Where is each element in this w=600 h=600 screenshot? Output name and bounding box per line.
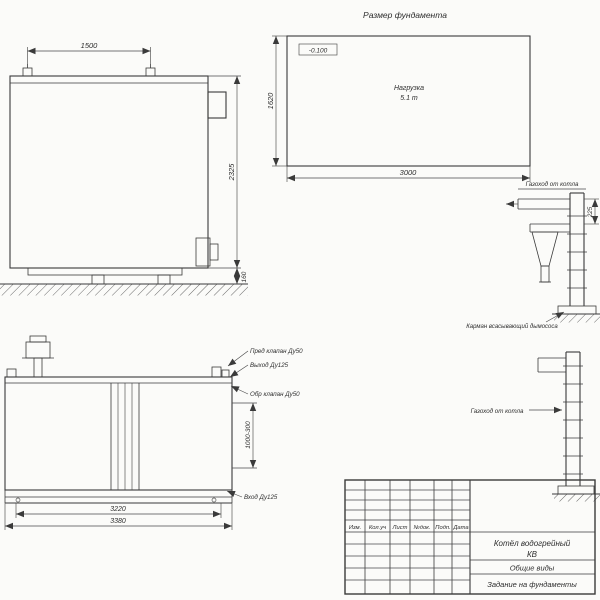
header-izm: Изм.: [349, 525, 361, 531]
suction-pocket: [557, 305, 597, 315]
dim-base-height: 160: [241, 271, 248, 282]
header-data: Дата: [452, 525, 469, 531]
dim-lifting-lugs: 1500: [81, 41, 99, 50]
view-type: Общие виды: [510, 564, 555, 573]
title-block: Изм. Кол.уч Лист №док. Подп. Дата Котёл …: [344, 479, 596, 595]
boiler-side-view: 1500 2325 160: [0, 41, 248, 296]
pump-motor: [25, 341, 51, 359]
pocket-label: Карман всасывающий дымососа: [466, 323, 558, 330]
duct-base: [557, 485, 595, 495]
dim-foundation-width: 1620: [266, 92, 275, 110]
dim-nozzle-height: 1000-300: [245, 421, 252, 449]
boiler-body-outline: [9, 75, 209, 269]
flue-bottom-label: Газоход от котла: [471, 408, 524, 415]
support-leg: [157, 274, 171, 285]
product-name-line2: КВ: [527, 550, 538, 559]
load-label-line1: Нагрузка: [394, 85, 424, 92]
flue-detail-top: Газоход от котла 225 Карман всасывающий …: [466, 181, 600, 330]
dim-frame-length: 3220: [110, 506, 126, 513]
header-koluch: Кол.уч: [369, 525, 386, 531]
flue-outlet-stub: [207, 91, 227, 119]
product-name-line1: Котёл водогрейный: [494, 539, 571, 548]
cyclone-cone: [531, 231, 559, 267]
header-list: Лист: [392, 525, 408, 531]
label-outlet: Выход Ду125: [250, 362, 289, 369]
boiler-front-view: Пред клапан Ду50 Выход Ду125 Обр клапан …: [4, 335, 303, 530]
label-safety-valve: Пред клапан Ду50: [250, 348, 303, 355]
lifting-lug: [22, 67, 33, 77]
header-podp: Подп.: [435, 525, 450, 531]
pump-riser: [33, 357, 43, 378]
dim-foundation-length: 3000: [400, 168, 418, 177]
load-label-line2: 5.1 т: [400, 95, 418, 102]
foundation-title: Размер фундамента: [363, 10, 447, 20]
drain-point: [15, 497, 21, 503]
foundation-outline: [286, 35, 531, 167]
foundation-plan: Размер фундамента -0.100 Нагрузка 5.1 т …: [266, 10, 531, 182]
dim-overall-length: 3380: [110, 518, 126, 525]
sheet-title: Задание на фундаменты: [487, 580, 577, 589]
boiler-front-outline: [4, 376, 233, 491]
support-leg: [91, 274, 105, 285]
left-nozzle: [6, 368, 17, 378]
valve-fitting: [221, 369, 230, 378]
drain-point: [211, 497, 217, 503]
dim-boiler-height: 2325: [227, 163, 236, 182]
label-inlet: Вход Ду125: [244, 494, 278, 501]
dim-flue-offset: 225: [587, 206, 594, 218]
ground-hatch: [0, 284, 248, 296]
flue-detail-bottom: Газоход от котла: [471, 351, 600, 502]
elevation-mark-box: [298, 43, 338, 56]
header-ndok: №док.: [413, 525, 430, 531]
label-check-valve: Обр клапан Ду50: [250, 391, 300, 398]
outlet-nozzle: [211, 366, 222, 378]
support-skid: [27, 267, 183, 276]
lifting-lug: [145, 67, 156, 77]
flue-top-label: Газоход от котла: [526, 181, 579, 188]
elevation-mark: -0.100: [309, 48, 328, 55]
